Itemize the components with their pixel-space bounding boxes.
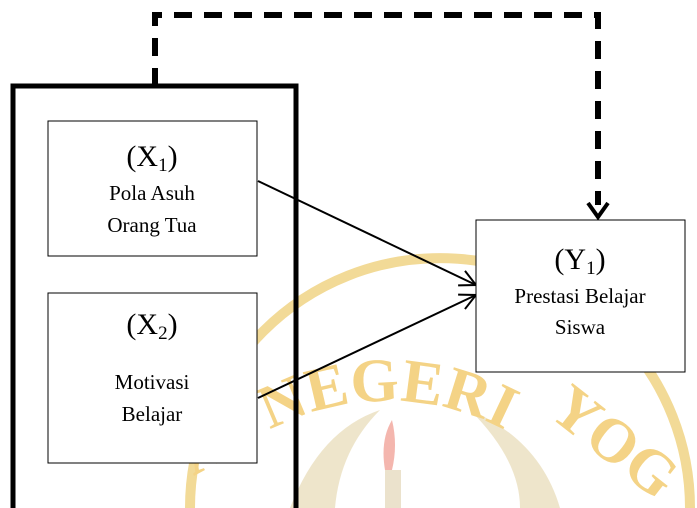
node-x2-box <box>47 292 258 464</box>
watermark-text-right: YOG <box>538 372 691 508</box>
node-x2-label-line1: Motivasi <box>115 370 190 394</box>
watermark-crescent-right <box>470 410 560 508</box>
node-y1-title: (Y1) <box>554 243 605 279</box>
watermark-torch <box>385 470 401 508</box>
combined-effect-dashed-line <box>152 12 601 205</box>
watermark-flame <box>383 420 395 470</box>
watermark-crescent-left <box>290 410 380 508</box>
node-x2-title: (X2) <box>126 308 177 344</box>
node-x1-label-line1: Pola Asuh <box>109 181 195 205</box>
node-x2-label-line2: Belajar <box>122 402 183 426</box>
node-y1: (Y1) Prestasi Belajar Siswa <box>475 219 686 373</box>
combined-effect-arrowhead <box>586 201 610 221</box>
node-x1-box <box>47 120 258 257</box>
arrow-x1-to-y1 <box>257 180 476 285</box>
node-x1: (X1) Pola Asuh Orang Tua <box>47 120 258 257</box>
arrow-x2-to-y1 <box>257 295 476 399</box>
node-y1-label-line2: Siswa <box>555 315 606 339</box>
node-x1-title: (X1) <box>126 140 177 176</box>
node-x1-label-line2: Orang Tua <box>107 213 197 237</box>
node-x2: (X2) Motivasi Belajar <box>47 292 258 464</box>
node-y1-box <box>475 219 686 373</box>
node-y1-label-line1: Prestasi Belajar <box>514 284 645 308</box>
